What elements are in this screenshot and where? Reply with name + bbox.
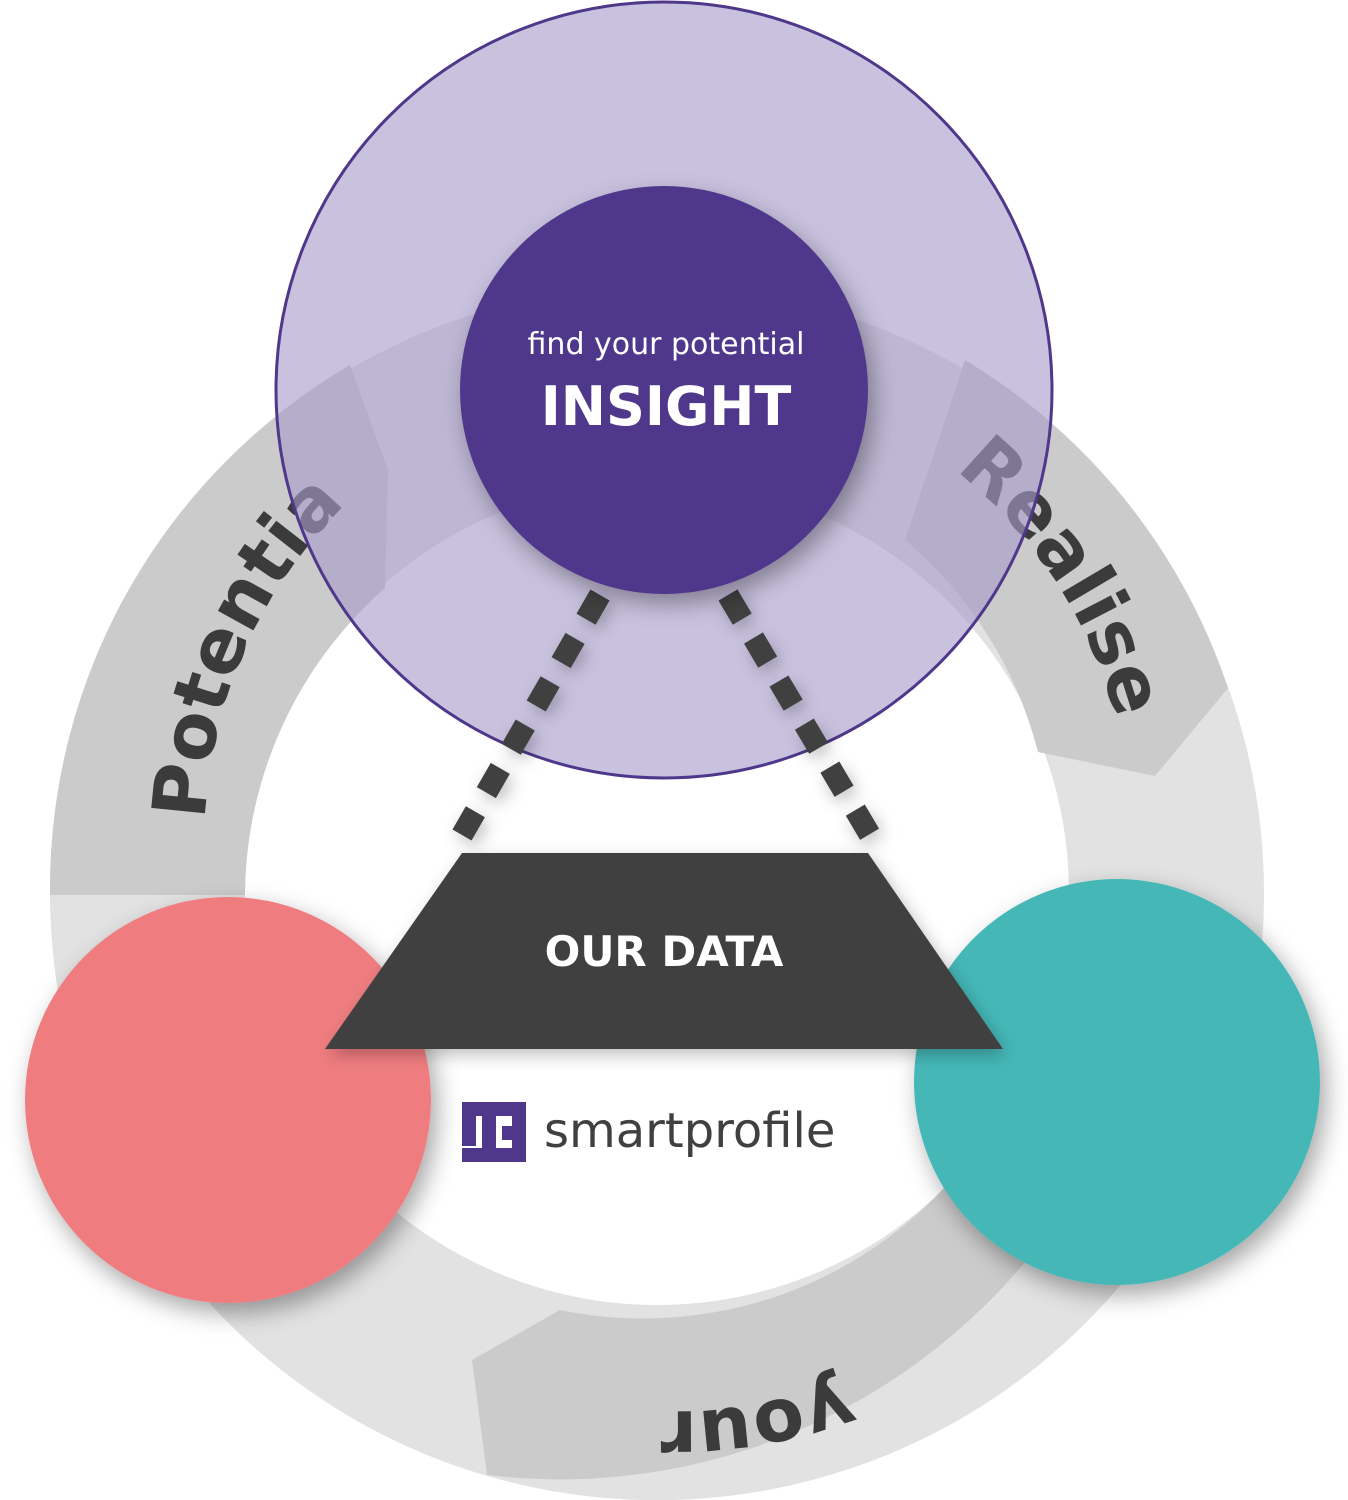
data-block [325, 853, 1003, 1049]
smartprofile-logo-icon [462, 1102, 526, 1162]
left-circle [25, 897, 431, 1303]
insight-title: INSIGHT [541, 375, 792, 438]
insight-inner-circle [460, 186, 868, 594]
insight-subtitle: find your potential [528, 327, 805, 362]
right-circle [914, 879, 1320, 1285]
data-block-label: OUR DATA [545, 927, 784, 976]
ring-arrow-your [472, 1160, 1080, 1480]
brand-name: smartprofile [544, 1103, 835, 1159]
